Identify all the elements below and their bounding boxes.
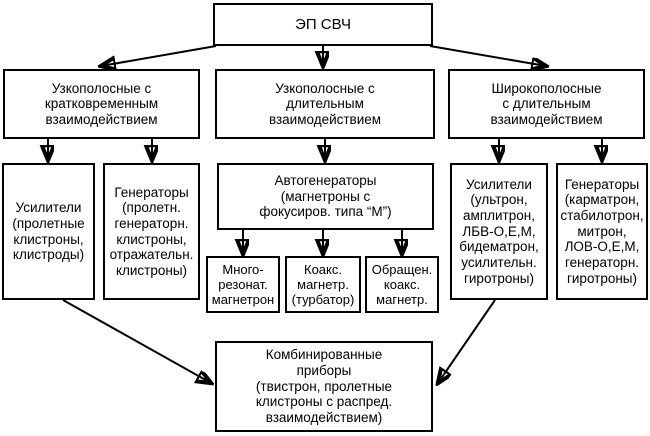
edge-amplifiers-left-to-combined-devices (62, 299, 211, 383)
node-combined-devices[interactable]: Комбинированные приборы (твистрон, проле… (215, 341, 433, 432)
node-root[interactable]: ЭП СВЧ (213, 3, 433, 46)
node-amplifiers-left[interactable]: Усилители (пролетные клистроны, клистрод… (2, 163, 95, 300)
node-generators-left[interactable]: Генераторы (пролетн. генераторн. клистро… (103, 163, 200, 300)
node-inverted-coaxial-magnetron[interactable]: Обращен. коакс. магнетр. (365, 256, 439, 313)
edge-amplifiers-right-to-combined-devices (438, 299, 496, 383)
node-narrowband-short[interactable]: Узкополосные с кратковременным взаимодей… (3, 69, 200, 139)
node-narrowband-long[interactable]: Узкополосные с длительным взаимодействие… (215, 69, 435, 139)
node-multiresonant-magnetron[interactable]: Много- резонат. магнетрон (206, 256, 280, 313)
edge-root-to-broadband-long (429, 45, 546, 66)
node-broadband-long[interactable]: Широкополосные с длительным взаимодейств… (448, 69, 645, 139)
node-amplifiers-right[interactable]: Усилители (ультрон, амплитрон, ЛБВ-О,Е,М… (450, 163, 548, 300)
node-autogenerators[interactable]: Автогенераторы (магнетроны с фокусиров. … (217, 163, 434, 230)
node-coaxial-magnetron[interactable]: Коакс. магнетр. (турбатор) (285, 256, 361, 313)
edge-root-to-narrowband-short (101, 45, 217, 66)
node-generators-right[interactable]: Генераторы (карматрон, стабилотрон, митр… (556, 163, 648, 300)
